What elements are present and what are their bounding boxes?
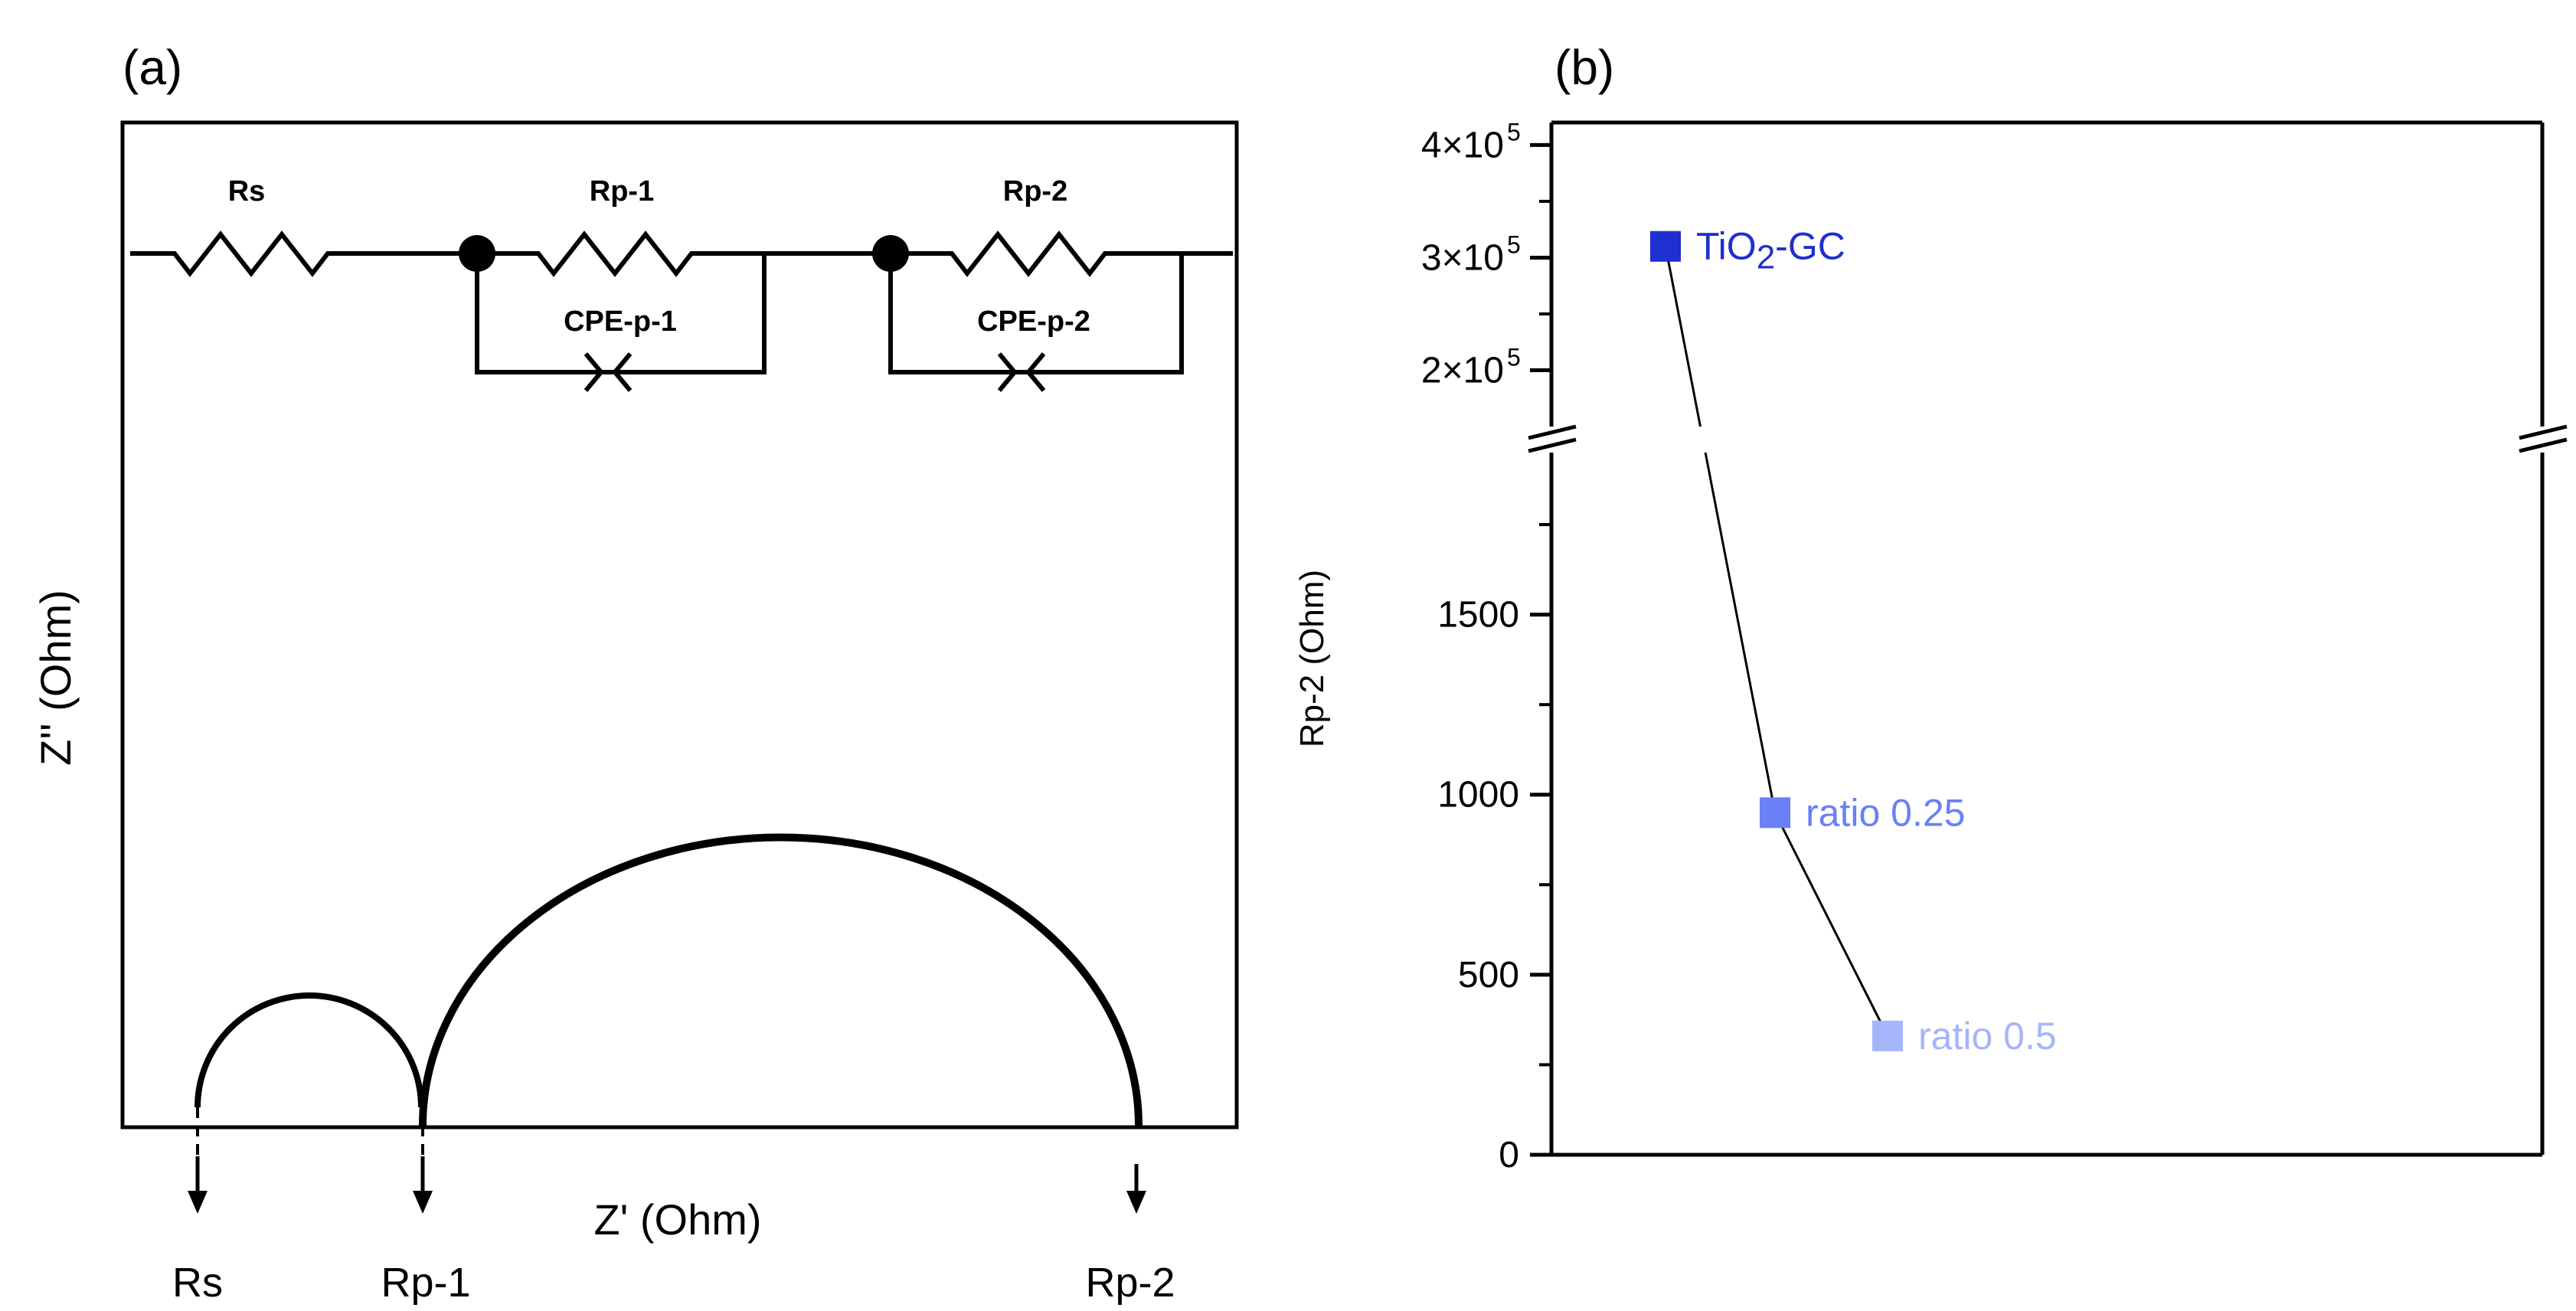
y-tick-label: 0 <box>1499 1135 1519 1175</box>
rs-resistor <box>130 230 477 277</box>
axis-break-marks <box>1528 424 2568 453</box>
y-tick-label: 2×10 <box>1421 350 1504 391</box>
rp1-branch <box>475 230 767 374</box>
cpe2-symbol-right <box>1025 352 1046 392</box>
rs-marker: Rs <box>172 1107 223 1306</box>
y-tick-label: 3×10 <box>1421 237 1504 278</box>
series-line <box>1664 246 1889 1037</box>
series-segment <box>1773 812 1889 1037</box>
z-real-axis-label: Z' (Ohm) <box>593 1195 761 1244</box>
rp1-marker: Rp-1 <box>381 1126 471 1306</box>
data-point-marker <box>1760 797 1790 829</box>
y-tick-label: 4×10 <box>1421 125 1504 165</box>
y-tick-label: 1500 <box>1437 595 1519 636</box>
rp2-marker: Rp-2 <box>1085 1164 1175 1306</box>
y-tick-label: 500 <box>1458 955 1519 996</box>
rs-label: Rs <box>228 175 266 208</box>
panel-a: (a) Rs Rp-1 Rp-2 CPE-p-1 CPE-p-2 Z'' (Oh… <box>31 40 1239 1306</box>
data-point-marker <box>1650 230 1681 262</box>
series-segment <box>1664 246 1702 427</box>
equivalent-circuit <box>130 230 1233 392</box>
z-imag-axis-label: Z'' (Ohm) <box>31 590 80 766</box>
panel-b-label: (b) <box>1554 40 1614 95</box>
circuit-node <box>459 235 495 272</box>
y-tick-exponent: 5 <box>1507 118 1521 145</box>
panel-a-label: (a) <box>123 40 182 95</box>
high-frequency-arc <box>195 992 424 1108</box>
low-frequency-arc <box>419 833 1143 1126</box>
data-point-label: TiO2-GC <box>1696 225 1845 276</box>
data-points: TiO2-GC ratio 0.25 ratio 0.5 <box>1650 225 2057 1058</box>
cpe1-symbol-left <box>584 352 604 392</box>
cpe1-label: CPE-p-1 <box>564 306 677 338</box>
cpe2-label: CPE-p-2 <box>977 306 1090 338</box>
rp2-marker-label: Rp-2 <box>1085 1260 1175 1306</box>
y-tick-label: 1000 <box>1437 775 1519 816</box>
rp2-branch <box>888 230 1184 374</box>
y-tick-exponent: 5 <box>1507 230 1521 258</box>
cpe1-symbol-right <box>612 352 633 392</box>
rs-marker-label: Rs <box>172 1260 223 1306</box>
data-point-marker <box>1872 1020 1903 1051</box>
rp2-label: Rp-2 <box>1003 175 1067 208</box>
y-tick-exponent: 5 <box>1507 343 1521 371</box>
panel-a-frame <box>120 120 1239 1130</box>
cpe2-symbol-left <box>997 352 1018 392</box>
rp1-marker-label: Rp-1 <box>381 1260 470 1306</box>
y-axis-label: Rp-2 (Ohm) <box>1293 570 1331 747</box>
rp1-label: Rp-1 <box>590 175 654 208</box>
circuit-node <box>872 235 909 272</box>
series-segment <box>1704 452 1777 813</box>
data-point-label: ratio 0.25 <box>1806 791 1965 834</box>
data-point-label: ratio 0.5 <box>1918 1015 2057 1058</box>
plot-frame <box>1549 120 2545 1157</box>
